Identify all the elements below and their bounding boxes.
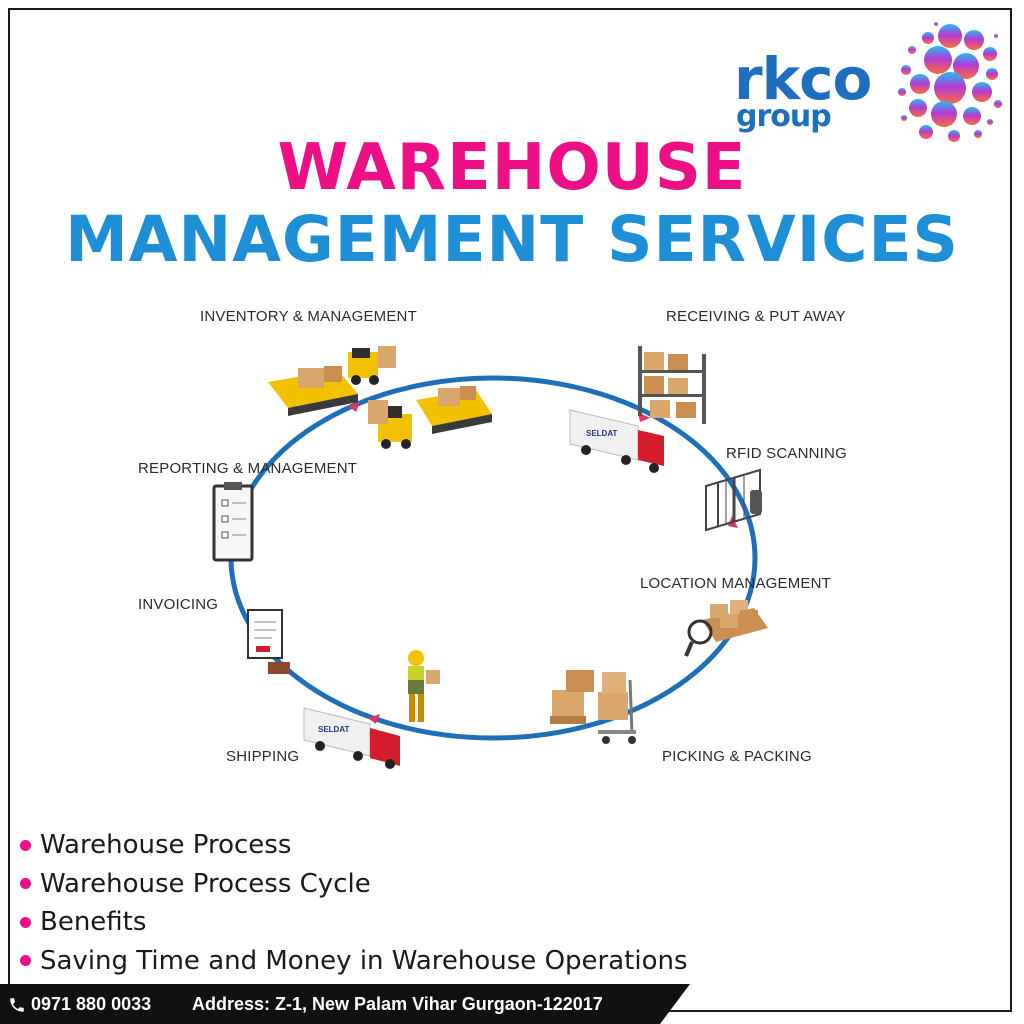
truck-brand-text-2: SELDAT	[318, 725, 350, 734]
stage-label-invoicing: INVOICING	[138, 596, 219, 613]
stage-label-inventory: INVENTORY & MANAGEMENT	[200, 308, 417, 325]
picking-boxes-icon	[550, 670, 636, 744]
forklift-icon-2	[368, 400, 412, 449]
poster-frame	[8, 8, 1012, 1012]
forklift-icon	[348, 346, 396, 385]
list-item-text: Benefits	[40, 907, 147, 938]
list-item-text: Warehouse Process Cycle	[40, 868, 371, 899]
stage-label-picking: PICKING & PACKING	[662, 748, 812, 765]
rfid-scanner-icon	[705, 468, 762, 532]
cycle-illustration: SELDAT	[212, 346, 768, 769]
rkco-logo: rkco group	[734, 22, 1009, 147]
storage-rack-icon	[638, 346, 706, 424]
list-item: Benefits	[20, 903, 1000, 942]
page-title-line2: MANAGEMENT SERVICES	[65, 203, 959, 276]
bullet-dot-icon	[20, 839, 31, 851]
conveyor-icon-2	[416, 386, 492, 434]
conveyor-icon	[268, 366, 358, 416]
page-title-line1: WAREHOUSE	[277, 131, 747, 205]
stage-label-rfid: RFID SCANNING	[726, 445, 847, 462]
magnifier-icon	[687, 619, 713, 645]
truck-icon: SELDAT	[569, 409, 664, 473]
stage-label-receiving: RECEIVING & PUT AWAY	[666, 308, 846, 325]
logo-wordmark: rkco	[734, 45, 872, 113]
stage-label-shipping: SHIPPING	[226, 748, 300, 765]
list-item: Warehouse Process Cycle	[20, 865, 1000, 904]
bullet-dot-icon	[20, 916, 31, 928]
phone-contact[interactable]: 0971 880 0033	[8, 994, 151, 1015]
stage-label-location: LOCATION MANAGEMENT	[640, 575, 832, 592]
cycle-ring	[228, 375, 758, 741]
logo-dots-icon	[898, 22, 1002, 142]
warehouse-cycle-diagram: SELDAT	[120, 290, 900, 810]
list-item-text: Saving Time and Money in Warehouse Opera…	[40, 945, 688, 976]
clipboard-icon	[212, 482, 254, 562]
truck-brand-text: SELDAT	[586, 429, 618, 438]
stage-label-reporting: REPORTING & MANAGEMENT	[138, 460, 358, 477]
bullet-dot-icon	[20, 955, 31, 967]
location-pallet-icon	[684, 600, 768, 657]
worker-icon	[408, 650, 440, 722]
phone-number: 0971 880 0033	[31, 994, 152, 1014]
logo-subtitle: group	[736, 99, 832, 134]
phone-icon	[10, 997, 24, 1012]
list-item-text: Warehouse Process	[40, 830, 292, 861]
bullet-dot-icon	[20, 878, 31, 890]
truck-icon-2: SELDAT	[303, 707, 400, 769]
topics-list: Warehouse Process Warehouse Process Cycl…	[20, 826, 1000, 980]
address-text: Address: Z-1, New Palam Vihar Gurgaon-12…	[192, 994, 603, 1014]
contact-footer: 0971 880 0033 Address: Z-1, New Palam Vi…	[0, 984, 690, 1024]
list-item: Warehouse Process	[20, 826, 1000, 865]
cycle-arrows	[348, 402, 738, 724]
list-item: Saving Time and Money in Warehouse Opera…	[20, 942, 1000, 981]
invoice-icon	[247, 609, 290, 674]
